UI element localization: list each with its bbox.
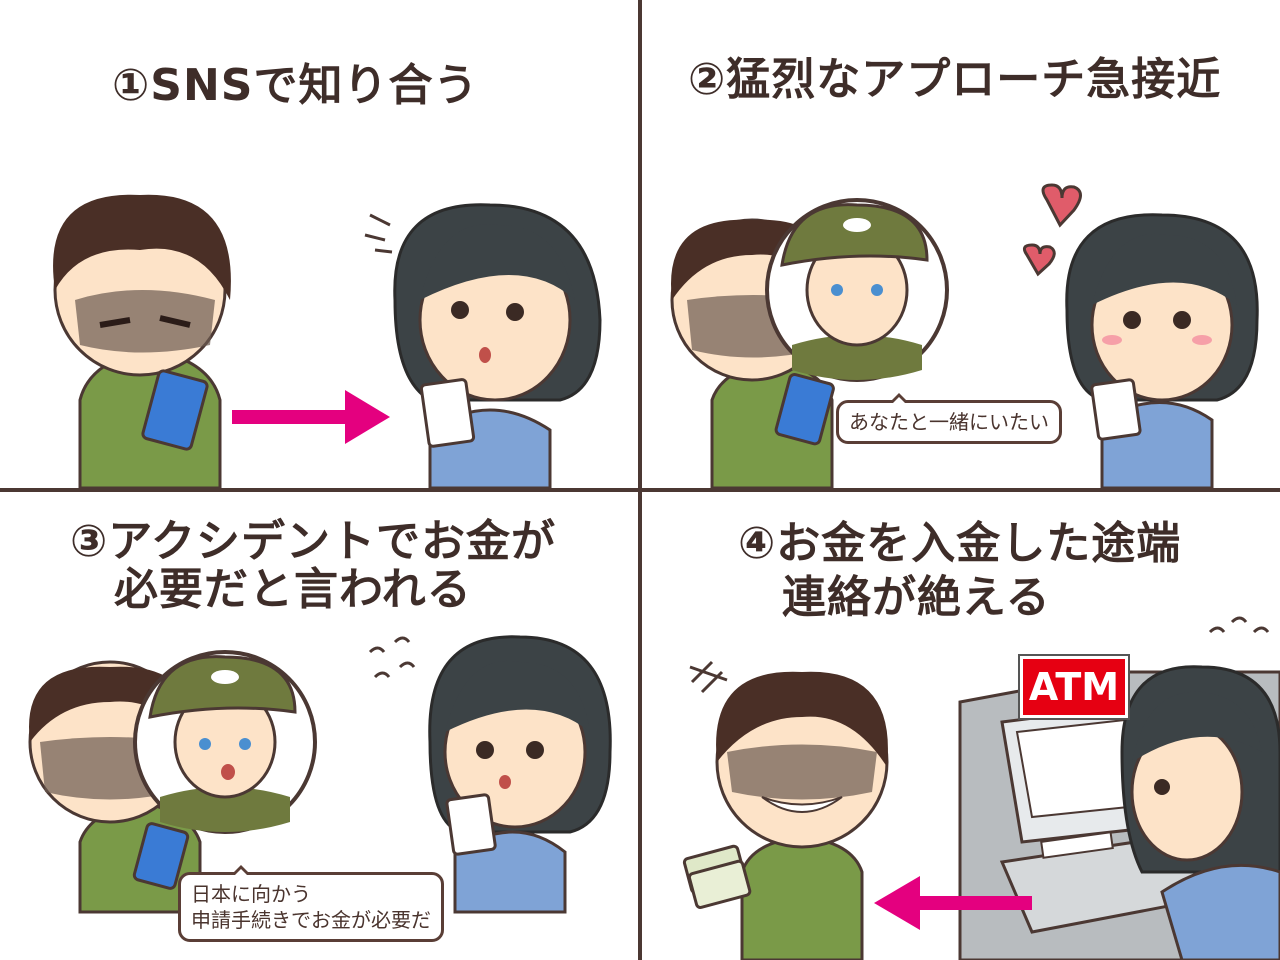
atm-sign: ATM	[1018, 654, 1130, 720]
panel-3: ③アクシデントでお金が 必要だと言われる	[0, 492, 638, 960]
panel-1: ①SNSで知り合う	[0, 0, 638, 488]
panel-4: ④お金を入金した途端 連絡が絶える	[642, 492, 1280, 960]
phone-icon	[419, 378, 476, 448]
panel-2: ②猛烈なアプローチ急接近	[642, 0, 1280, 488]
phone-icon	[132, 822, 190, 890]
woman	[1065, 213, 1259, 488]
title-line: ①SNSで知り合う	[112, 60, 479, 111]
woman	[364, 203, 602, 488]
panel-1-illustration	[53, 194, 602, 488]
horizontal-divider	[0, 488, 1280, 492]
cash-bundle-icon	[682, 844, 752, 909]
bubble-text: 日本に向かう	[191, 882, 311, 906]
panel-3-illustration	[28, 635, 612, 914]
title-line: 連絡が絶える	[782, 572, 1051, 623]
arrow-right-icon	[232, 390, 390, 444]
panel-title: ③アクシデントでお金が 必要だと言われる	[70, 518, 556, 614]
worried-woman	[1120, 616, 1280, 960]
arrow-left-icon	[874, 876, 1032, 930]
vertical-divider	[638, 0, 642, 960]
panel-4-illustration	[682, 616, 1280, 960]
title-line: ④お金を入金した途端	[738, 518, 1182, 569]
woman	[368, 635, 612, 914]
bubble-text: あなたと一緒にいたい	[849, 410, 1049, 434]
phone-icon	[141, 369, 209, 451]
speech-bubble: 日本に向かう 申請手続きでお金が必要だ	[178, 865, 444, 942]
title-line: ③アクシデントでお金が	[70, 516, 557, 567]
speech-bubble: あなたと一緒にいたい	[836, 393, 1062, 444]
soldier-avatar-circle	[765, 198, 949, 382]
phone-icon	[1090, 378, 1142, 441]
title-line: ②猛烈なアプローチ急接近	[688, 54, 1222, 105]
panel-title: ①SNSで知り合う	[112, 62, 478, 110]
bubble-text: 申請手続きでお金が必要だ	[191, 908, 431, 932]
panel-title: ②猛烈なアプローチ急接近	[688, 56, 1221, 104]
panel-title: ④お金を入金した途端 連絡が絶える	[738, 520, 1181, 622]
phone-icon	[774, 373, 835, 446]
panel-2-illustration	[670, 183, 1259, 488]
phone-icon	[445, 793, 497, 856]
heart-icon	[1022, 183, 1082, 277]
grinning-man	[689, 660, 889, 960]
scammer-man	[53, 194, 231, 488]
title-line: 必要だと言われる	[114, 564, 472, 615]
soldier-avatar-circle	[133, 650, 317, 834]
